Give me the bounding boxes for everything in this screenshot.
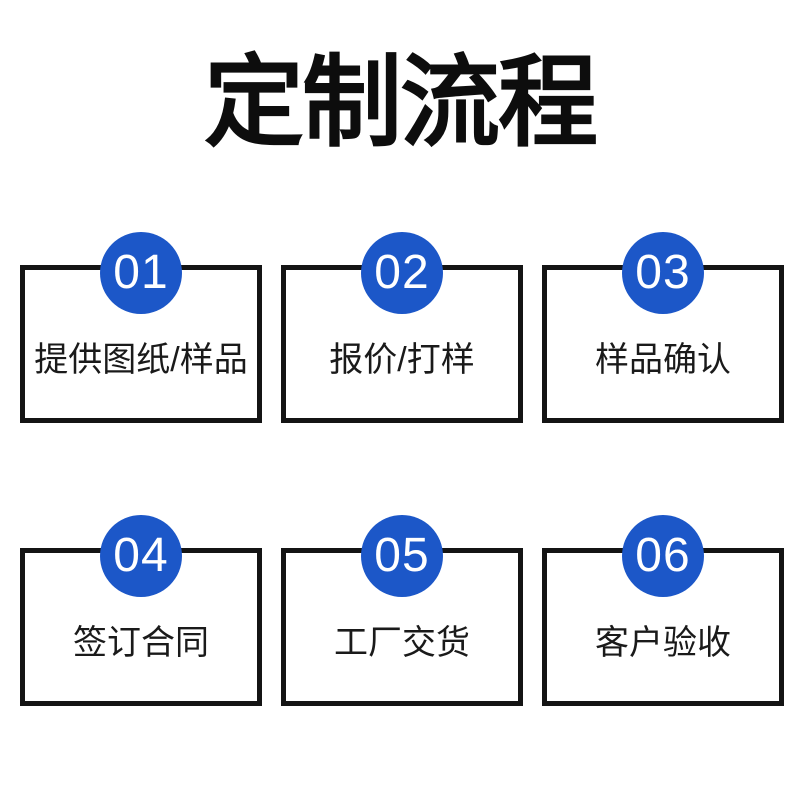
page-title: 定制流程 xyxy=(204,47,598,159)
step-number: 04 xyxy=(113,529,169,582)
step-number: 03 xyxy=(635,246,691,299)
step-number-badge: 04 xyxy=(100,515,182,597)
step-label: 样品确认 xyxy=(595,340,731,379)
step-label: 提供图纸/样品 xyxy=(34,340,248,379)
step-number-badge: 03 xyxy=(622,232,704,314)
step-number-badge: 06 xyxy=(622,515,704,597)
step-label: 签订合同 xyxy=(73,623,209,662)
step-number-badge: 01 xyxy=(100,232,182,314)
step-card-4: 04 签订合同 xyxy=(20,515,262,706)
step-number: 06 xyxy=(635,529,691,582)
step-label: 工厂交货 xyxy=(334,623,470,662)
step-label: 客户验收 xyxy=(595,623,731,662)
step-card-2: 02 报价/打样 xyxy=(281,232,523,423)
step-number-badge: 05 xyxy=(361,515,443,597)
step-card-1: 01 提供图纸/样品 xyxy=(20,232,262,423)
step-card-6: 06 客户验收 xyxy=(542,515,784,706)
step-number: 01 xyxy=(113,246,169,299)
step-label: 报价/打样 xyxy=(329,340,475,379)
step-card-5: 05 工厂交货 xyxy=(281,515,523,706)
step-number: 05 xyxy=(374,529,430,582)
step-card-3: 03 样品确认 xyxy=(542,232,784,423)
step-number: 02 xyxy=(374,246,430,299)
step-number-badge: 02 xyxy=(361,232,443,314)
